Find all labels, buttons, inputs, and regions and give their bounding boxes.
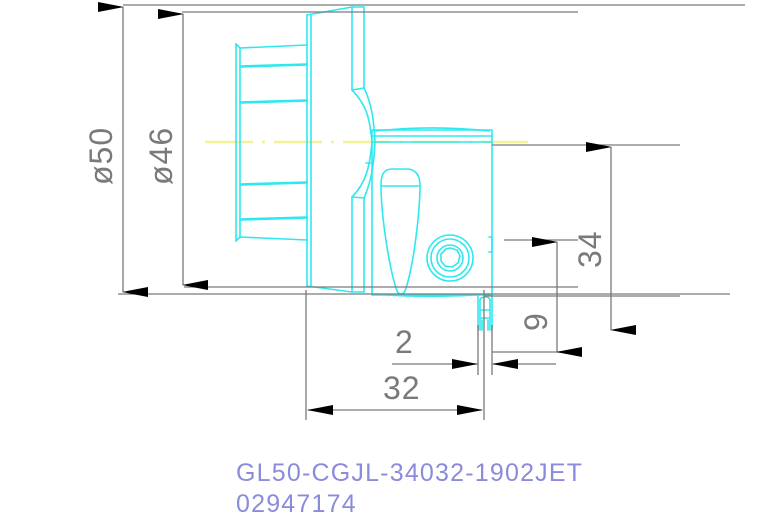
- dimension-label-34: 34: [572, 230, 608, 268]
- extension-lines: [118, 4, 745, 420]
- title-block: GL50-CGJL-34032-1902JET 02947174: [236, 458, 583, 520]
- knurled-collar: [235, 43, 308, 242]
- part-geometry: [235, 6, 493, 331]
- lever-teardrop: [380, 168, 421, 295]
- body-block: [365, 127, 493, 298]
- dimension-label-2: 2: [395, 324, 414, 360]
- dimension-label-9: 9: [518, 312, 554, 331]
- bottom-tab: [477, 294, 493, 331]
- barrel: [306, 6, 353, 293]
- dimension-label-32: 32: [383, 370, 421, 406]
- drawing-number-text: 02947174: [236, 490, 357, 518]
- dimension-lines: [98, 2, 636, 415]
- dimension-labels: ø50 ø46 34 9 2 32: [83, 127, 608, 406]
- dimension-label-dia50: ø50: [83, 127, 119, 185]
- part-number-text: GL50-CGJL-34032-1902JET: [236, 459, 584, 487]
- socket-head-screw: [426, 234, 474, 282]
- dimension-label-dia46: ø46: [143, 127, 179, 185]
